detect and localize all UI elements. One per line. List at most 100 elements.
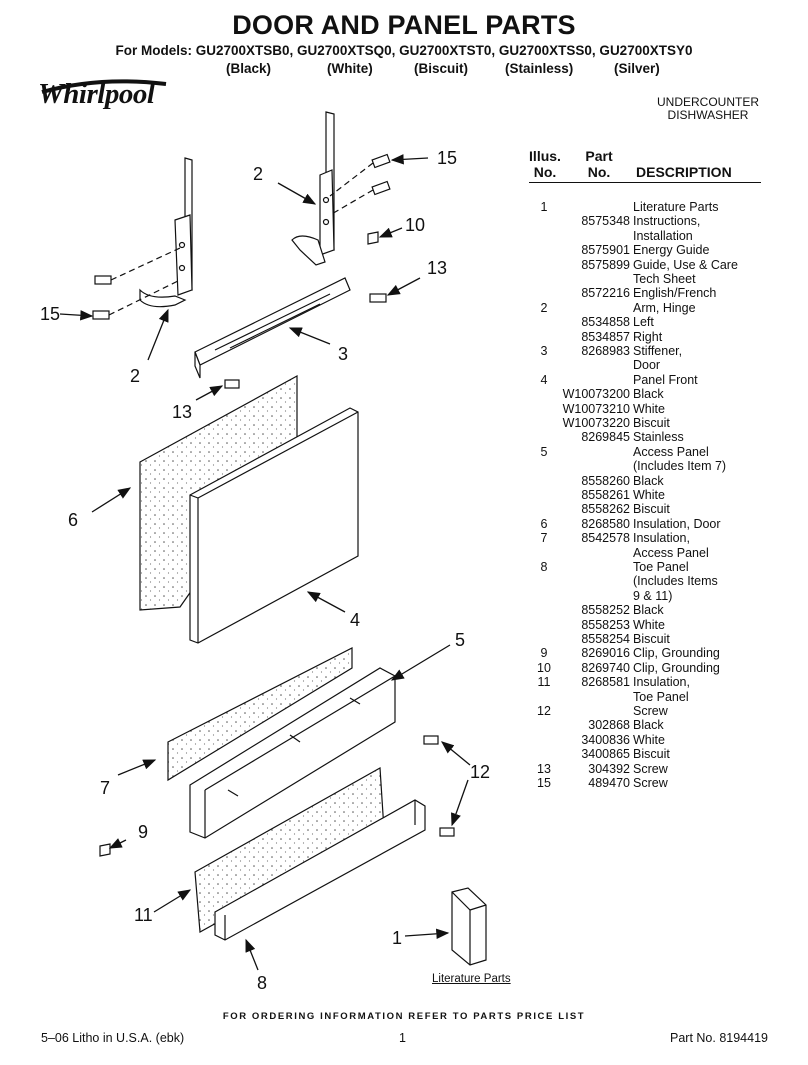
page-number: 1 <box>399 1031 406 1045</box>
row-description: (Includes Item 7) <box>633 459 727 474</box>
callout-9: 9 <box>138 822 148 842</box>
screw-15-left-top <box>94 247 181 285</box>
row-description: Energy Guide <box>633 243 710 258</box>
callout-2-b: 2 <box>130 366 140 386</box>
row-description: Right <box>633 329 663 344</box>
row-part-no: 8558252 <box>581 603 630 618</box>
row-description: Literature Parts <box>633 200 719 214</box>
callout-11: 11 <box>134 905 153 925</box>
toe-panel <box>214 799 426 941</box>
color-white: (White) <box>327 61 373 76</box>
panel-front <box>189 407 359 644</box>
table-header-rule <box>529 182 761 183</box>
document-part-number: Part No. 8194419 <box>670 1031 768 1045</box>
row-illus-no: 12 <box>537 704 551 718</box>
row-description: Door <box>633 358 661 373</box>
color-biscuit: (Biscuit) <box>414 61 468 76</box>
row-illus-no: 11 <box>537 675 551 690</box>
header-illus-no: Illus. No. <box>528 148 562 180</box>
row-part-no: W10073200 <box>562 387 630 402</box>
page-title: DOOR AND PANEL PARTS <box>232 10 576 40</box>
header-part-line2: No. <box>587 164 611 180</box>
row-part-no: 8575901 <box>581 243 630 258</box>
callout-8: 8 <box>257 973 267 993</box>
row-part-no: 8575348 <box>581 214 630 229</box>
color-black: (Black) <box>226 61 272 76</box>
row-description: Black <box>633 718 664 733</box>
callout-2-a: 2 <box>253 164 263 184</box>
row-part-no: 8572216 <box>581 286 630 301</box>
header-part-no: Part No. <box>582 148 616 180</box>
row-description: White <box>633 401 665 416</box>
row-illus-no: 8 <box>540 560 548 574</box>
row-part-no: 8268983 <box>581 344 630 358</box>
ordering-note: FOR ORDERING INFORMATION REFER TO PARTS … <box>222 1011 586 1022</box>
row-illus-no: 10 <box>537 660 551 675</box>
clip-10 <box>367 231 379 245</box>
callout-12: 12 <box>470 762 490 782</box>
row-part-no: 8268580 <box>581 516 630 531</box>
row-illus-no: 7 <box>540 531 548 546</box>
row-illus-no: 3 <box>540 344 548 358</box>
row-description: (Includes Items <box>633 574 718 589</box>
row-description: Insulation, Door <box>633 516 721 531</box>
row-description: Screw <box>633 704 668 718</box>
row-illus-no: 2 <box>540 300 548 315</box>
literature-parts-label: Literature Parts <box>432 973 511 985</box>
row-part-no: 3400836 <box>581 732 630 747</box>
row-description: Biscuit <box>633 747 670 762</box>
row-description: Black <box>633 603 664 618</box>
row-part-no: 8534858 <box>581 315 630 330</box>
row-description: Tech Sheet <box>633 272 696 286</box>
callout-15-a: 15 <box>437 148 457 168</box>
row-description: Insulation, <box>633 531 690 546</box>
row-part-no: 8269845 <box>581 430 630 445</box>
row-illus-no: 1 <box>540 200 548 214</box>
row-illus-no: 4 <box>540 372 548 387</box>
row-part-no: 8575899 <box>581 257 630 272</box>
access-panel <box>189 667 396 839</box>
row-description: Insulation, <box>633 675 690 690</box>
row-part-no: 8269016 <box>581 646 630 661</box>
hinge-arm-left <box>139 157 193 308</box>
row-part-no: 8558260 <box>581 473 630 488</box>
header-description: DESCRIPTION <box>636 164 732 180</box>
row-part-no: 302868 <box>588 718 630 733</box>
row-description: Toe Panel <box>633 689 689 704</box>
header-part-line1: Part <box>585 148 613 164</box>
print-info: 5–06 Litho in U.S.A. (ebk) <box>41 1031 185 1045</box>
row-part-no: W10073220 <box>562 416 630 430</box>
row-description: White <box>633 617 665 632</box>
screw-15-right <box>329 153 391 216</box>
callout-4: 4 <box>350 610 360 630</box>
row-description: Biscuit <box>633 416 670 430</box>
row-description: Biscuit <box>633 632 670 646</box>
row-description: Black <box>633 387 664 402</box>
row-description: Screw <box>633 776 668 790</box>
row-description: 9 & 11) <box>633 588 673 603</box>
callout-7: 7 <box>100 778 110 798</box>
callout-13-a: 13 <box>427 258 447 278</box>
row-illus-no: 6 <box>540 516 548 531</box>
row-illus-no: 13 <box>537 761 551 776</box>
callout-5: 5 <box>455 630 465 650</box>
row-part-no: W10073210 <box>562 401 630 416</box>
product-line-2: DISHWASHER <box>667 108 749 122</box>
callout-6: 6 <box>68 510 78 530</box>
literature-parts <box>451 887 487 966</box>
callout-1: 1 <box>392 928 402 948</box>
row-description: White <box>633 488 665 502</box>
row-description: White <box>633 732 665 747</box>
row-part-no: 304392 <box>588 761 630 776</box>
access-panel-insulation <box>167 647 353 782</box>
row-illus-no: 15 <box>537 776 551 790</box>
row-description: Screw <box>633 761 668 776</box>
row-part-no: 8542578 <box>581 531 630 546</box>
row-description: Installation <box>633 228 693 243</box>
screw-12-lower <box>439 827 455 837</box>
screw-13-bottom <box>224 379 240 389</box>
row-description: Access Panel <box>633 545 709 560</box>
row-illus-no: 5 <box>540 444 548 459</box>
brand-logo: Whirlpool <box>38 78 155 110</box>
